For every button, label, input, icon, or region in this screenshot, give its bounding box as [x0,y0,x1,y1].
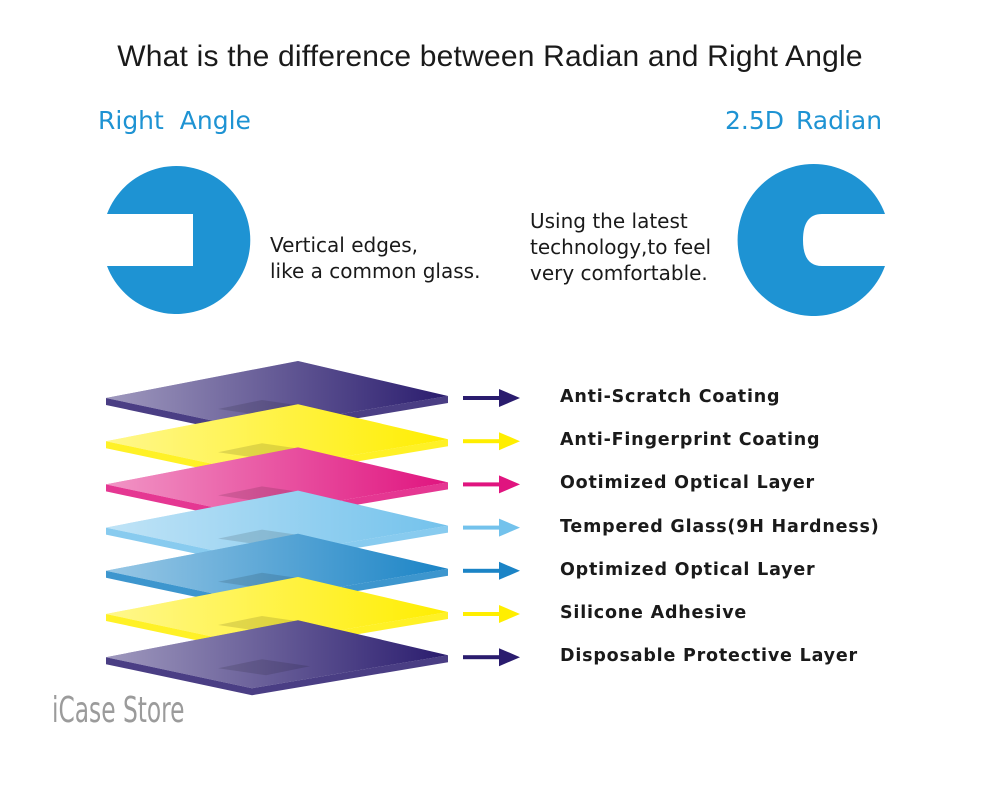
arrow-head [499,475,520,494]
layer-edge [106,655,448,696]
arrow-icon [463,518,520,537]
arrow-icon [463,605,520,623]
layer-shine [106,447,448,516]
layer-label: Ootimized Optical Layer [560,473,815,494]
layer-shadow [218,529,310,546]
layer-shine [106,620,448,689]
layer-label: Silicone Adhesive [560,603,748,623]
layer-shadow [218,616,310,632]
arrow-head [499,518,520,537]
arrow-shaft [463,655,501,660]
layer-shine [106,533,448,602]
arrow-head [499,389,520,407]
arrow-shaft [463,439,501,444]
arrow-head [499,605,520,623]
arrow-head [499,648,520,667]
arrow-icon [463,648,520,667]
arrow-head [499,432,520,451]
radian-circle-icon [737,163,885,316]
radian-description-line: very comfortable. [530,261,708,285]
right-angle-description: Vertical edges, like a common glass. [270,232,480,284]
right-angle-description-line: Vertical edges, [270,233,418,257]
layer-shadow [218,659,310,676]
layer-shadow [218,486,310,503]
layer-shadow [218,443,310,460]
arrow-shaft [463,525,501,530]
layer-shadow [218,572,310,589]
layer-label: Tempered Glass(9H Hardness) [560,516,880,537]
arrow-icon [463,389,520,407]
layer-label: Disposable Protective Layer [560,646,858,667]
layer-shine [106,361,448,429]
store-watermark: iCase Store [52,690,185,731]
arrow-shaft [463,612,501,616]
right-angle-description-line: like a common glass. [270,259,481,283]
layer-shadow [218,400,310,416]
layer-plate [106,620,448,696]
arrow-shaft [463,568,501,573]
radian-description: Using the latest technology,to feel very… [530,208,711,286]
right-angle-circle-icon [107,166,251,314]
layer-label: Optimized Optical Layer [560,559,816,580]
radian-description-line: technology,to feel [530,235,712,259]
radian-label: 2.5D Radian [725,106,883,135]
arrow-icon [463,432,520,451]
page-title: What is the difference between Radian an… [117,40,863,73]
layer-stack [106,361,448,696]
layer-label: Anti-Fingerprint Coating [560,430,821,451]
radian-description-line: Using the latest [530,209,688,233]
arrow-group [463,389,520,667]
arrow-shaft [463,396,501,400]
layer-shine [106,577,448,645]
layer-shine [106,404,448,473]
arrow-icon [463,475,520,494]
right-angle-label: Right Angle [98,106,251,135]
arrow-head [499,561,520,580]
arrow-icon [463,561,520,580]
layer-shine [106,490,448,559]
layer-label: Anti-Scratch Coating [560,387,781,407]
arrow-shaft [463,482,501,487]
